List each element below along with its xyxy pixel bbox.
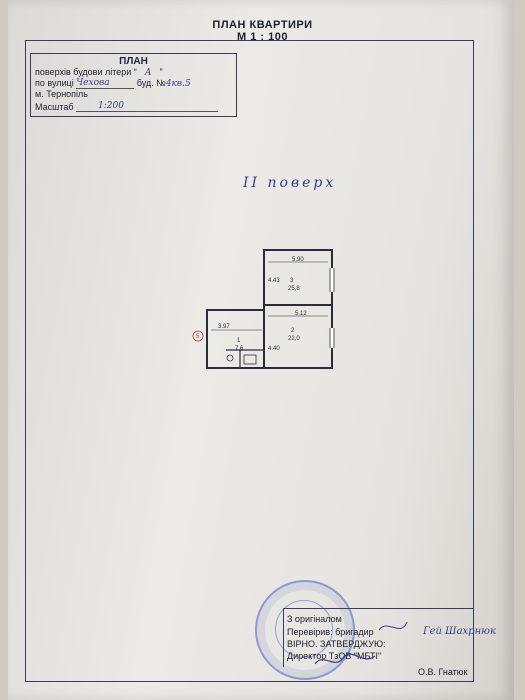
floor-caption: ІІ поверх — [243, 175, 337, 191]
scale-label: Масштаб — [35, 102, 74, 112]
cert-line-1: З оригіналом — [287, 614, 342, 624]
passport-heading: ПЛАН — [119, 56, 148, 67]
room2-number: 2 — [291, 328, 295, 334]
dim-top-label: 5.90 — [292, 257, 304, 263]
bathtub-fixture — [243, 354, 257, 365]
room2-area: 22,0 — [288, 336, 300, 342]
room1-number: 1 — [237, 338, 241, 344]
room3-number: 3 — [290, 278, 294, 284]
document-title: ПЛАН КВАРТИРИ — [212, 19, 313, 31]
scale-row: Масштаб 1:200 — [35, 101, 219, 112]
certification-box — [283, 608, 474, 667]
city-row: м. Тернопіль — [35, 89, 88, 99]
certification-block: З оригіналом Перевірив: бригадир ВІРНО. … — [283, 608, 513, 688]
cert-line-4: Директор ТзОВ "МБТІ" — [287, 651, 382, 661]
building-label: буд. № — [136, 78, 166, 88]
scale-value: 1:200 — [76, 101, 219, 112]
building-letter: А — [144, 68, 152, 78]
passport-box: ПЛАН поверхів будови літери “А” по вулиц… — [30, 53, 237, 117]
entrance-marker-label: 5 — [196, 334, 200, 340]
entrance-marker — [192, 330, 204, 342]
dim-v1-label: 4.43 — [268, 278, 280, 284]
room1-area: 7,6 — [235, 346, 244, 352]
dim-left-label: 3.97 — [218, 324, 230, 330]
cert-line-3: ВІРНО. ЗАТВЕРДЖУЮ: — [287, 639, 386, 649]
street-row: по вулиці Чехова буд. №4кв.5 — [35, 78, 191, 89]
director-name: О.В. Гнатюк — [418, 667, 468, 677]
street-value: Чехова — [76, 78, 135, 89]
floors-row: поверхів будови літери “А” — [35, 67, 163, 78]
director-signature — [314, 621, 408, 665]
dim-v2-label: 4.40 — [268, 346, 280, 352]
sink-fixture — [226, 354, 234, 362]
cert-line-2: Перевірив: бригадир — [287, 627, 374, 637]
official-seal — [255, 580, 355, 680]
building-value: 4кв.5 — [165, 79, 191, 89]
seal-inner-ring — [275, 600, 333, 658]
drawing-frame — [25, 40, 474, 682]
street-label: по вулиці — [35, 78, 74, 88]
document-scale: М 1 : 100 — [237, 31, 288, 43]
room3-area: 25,8 — [288, 286, 300, 292]
dim-mid-label: 5.12 — [295, 311, 307, 317]
brigadir-signature: Гей Шахрнюк — [423, 626, 496, 637]
floors-label: поверхів будови літери — [35, 67, 132, 77]
